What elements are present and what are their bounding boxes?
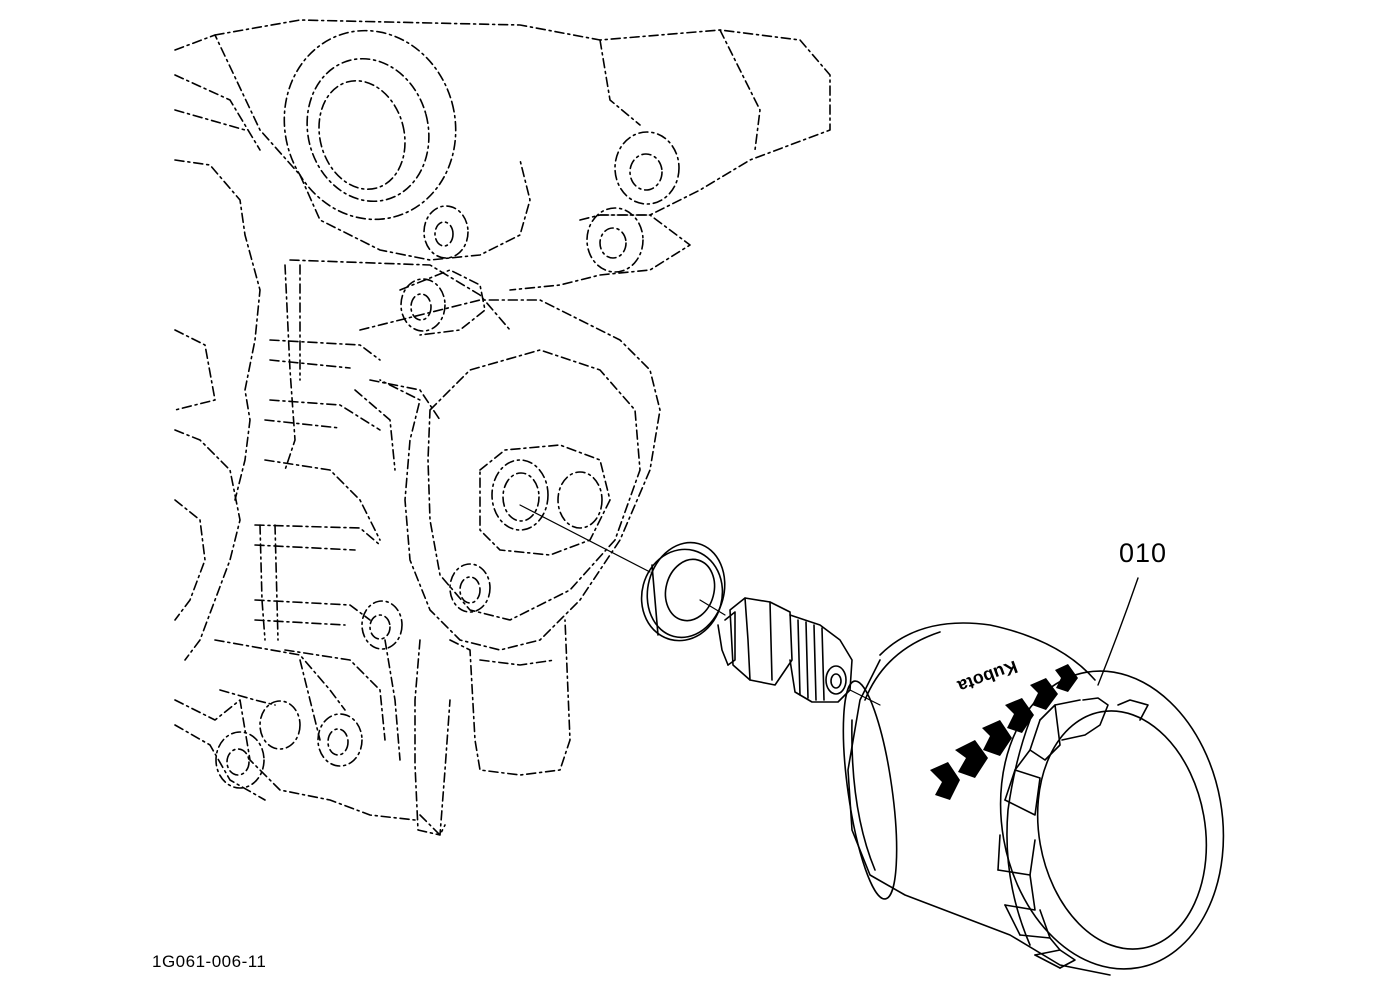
assembly-axis-line xyxy=(519,504,881,706)
filter-stud xyxy=(717,597,853,703)
gasket xyxy=(640,541,726,642)
callout-leader-line xyxy=(1097,577,1139,686)
figure-id-label: 1G061-006-11 xyxy=(152,952,267,971)
brand-chevron-band xyxy=(930,664,1078,800)
engine-block xyxy=(174,19,831,836)
oil-filter-cartridge: Kubota xyxy=(842,622,1225,976)
brand-logo-text: Kubota xyxy=(954,657,1020,697)
part-callout-label: 010 xyxy=(1119,538,1168,568)
